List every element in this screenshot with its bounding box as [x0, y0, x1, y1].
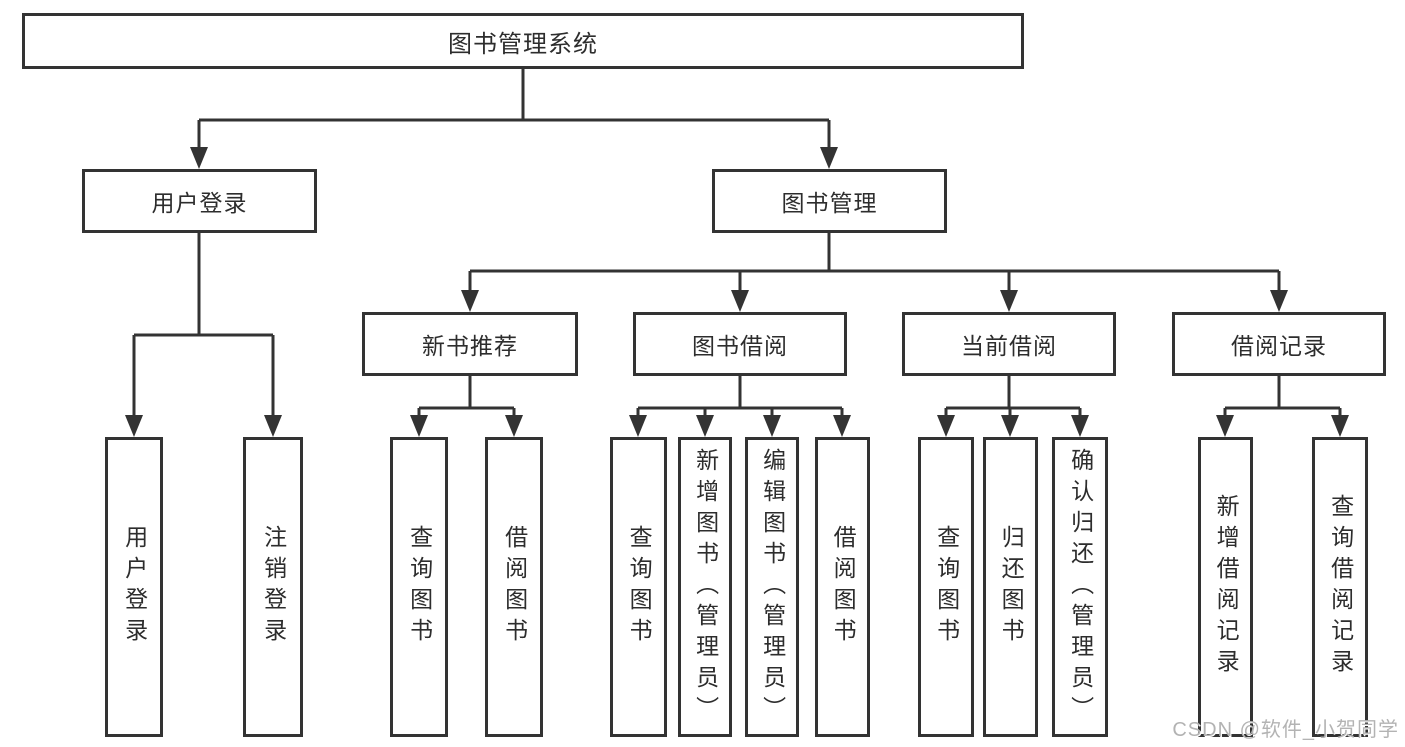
- leaf-add-book-admin: 新增图书（管理员）: [678, 437, 732, 737]
- node-label: 借阅图书: [501, 525, 528, 649]
- leaf-return-books: 归还图书: [983, 437, 1038, 737]
- leaf-logout: 注销登录: [243, 437, 303, 737]
- node-book-borrowing: 图书借阅: [633, 312, 847, 376]
- leaf-query-books-recommend: 查询图书: [390, 437, 448, 737]
- node-label: 借阅图书: [830, 525, 857, 649]
- node-borrowing-records: 借阅记录: [1172, 312, 1386, 376]
- watermark: CSDN @软件_小贺同学: [1172, 719, 1399, 741]
- leaf-borrow-books-recommend: 借阅图书: [485, 437, 543, 737]
- node-label: 图书借阅: [692, 333, 788, 359]
- node-label: 借阅记录: [1231, 333, 1327, 359]
- node-label: 查询图书: [406, 525, 433, 649]
- node-label: 确认归还（管理员）: [1067, 447, 1094, 727]
- node-label: 当前借阅: [961, 333, 1057, 359]
- node-label: 新书推荐: [422, 333, 518, 359]
- node-label: 图书管理: [781, 190, 878, 216]
- node-label: 用户登录: [121, 525, 148, 649]
- node-label: 编辑图书（管理员）: [759, 447, 786, 727]
- leaf-query-books-current: 查询图书: [918, 437, 974, 737]
- node-label: 用户登录: [151, 190, 248, 216]
- leaf-confirm-return-admin: 确认归还（管理员）: [1052, 437, 1108, 737]
- node-label: 图书管理系统: [448, 30, 598, 58]
- leaf-borrow-books: 借阅图书: [815, 437, 870, 737]
- node-new-book-recommendation: 新书推荐: [362, 312, 578, 376]
- node-current-borrowing: 当前借阅: [902, 312, 1116, 376]
- node-label: 新增借阅记录: [1213, 494, 1240, 680]
- leaf-edit-book-admin: 编辑图书（管理员）: [745, 437, 799, 737]
- leaf-query-books-borrow: 查询图书: [610, 437, 667, 737]
- node-label: 查询图书: [626, 525, 653, 649]
- leaf-query-borrow-record: 查询借阅记录: [1312, 437, 1368, 737]
- leaf-add-borrow-record: 新增借阅记录: [1198, 437, 1253, 737]
- node-user-login: 用户登录: [82, 169, 317, 233]
- node-label: 新增图书（管理员）: [692, 447, 719, 727]
- node-label: 注销登录: [260, 525, 287, 649]
- node-label: 归还图书: [998, 525, 1025, 649]
- leaf-user-login: 用户登录: [105, 437, 163, 737]
- node-label: 查询图书: [933, 525, 960, 649]
- node-label: 查询借阅记录: [1327, 494, 1354, 680]
- node-book-management: 图书管理: [712, 169, 947, 233]
- node-root-system: 图书管理系统: [22, 13, 1024, 69]
